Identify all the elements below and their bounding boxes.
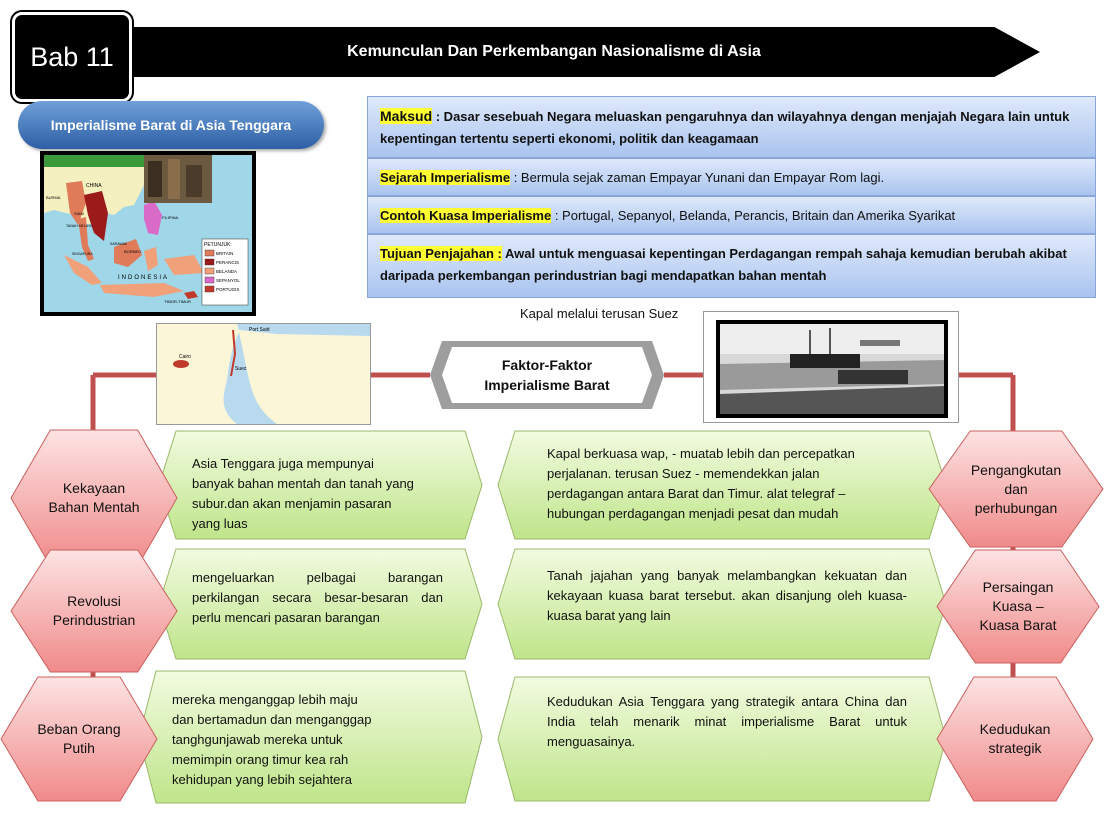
factor-description: Tanah jajahan yang banyak melambangkan k…	[547, 568, 907, 623]
indochina-region	[84, 191, 108, 241]
sejarah-label: Sejarah Imperialisme	[380, 170, 511, 185]
southeast-asia-map: PETUNJUK: BRITAIN PERANCIS BELANDA SEPANYOL…	[40, 151, 256, 316]
map-label: SIAM	[74, 211, 84, 216]
factor-hexagon-left: Kekayaan Bahan Mentah	[10, 429, 178, 567]
factor-hexagon-right: Persaingan Kuasa –Kuasa Barat	[936, 549, 1100, 664]
legend-swatch	[204, 249, 215, 257]
chapter-label: Bab 11	[30, 41, 114, 72]
tujuan-text: Awal untuk menguasai kepentingan Perdaga…	[380, 246, 1067, 283]
central-topic: Faktor-Faktor Imperialisme Barat	[430, 341, 664, 409]
info-row-maksud: Maksud : Dasar sesebuah Negara meluaskan…	[367, 96, 1096, 158]
philippines-region	[144, 201, 162, 235]
map-legend-title: PETUNJUK:	[204, 242, 232, 248]
factor-description: mengeluarkan pelbagai barangan perkilang…	[192, 570, 443, 625]
factor-name: Kekayaan Bahan Mentah	[48, 480, 140, 515]
suez-label: Port Said	[249, 327, 270, 333]
factor-description-box-left: mengeluarkan pelbagai barangan perkilang…	[158, 548, 483, 660]
map-label: SARAWAK	[110, 242, 128, 246]
title-banner: Kemunculan Dan Perkembangan Nasionalisme…	[128, 27, 1040, 77]
factor-name: Kedudukan strategik	[979, 721, 1051, 756]
suez-label: Cairo	[179, 354, 191, 360]
legend-swatch	[204, 285, 215, 293]
central-topic-line1: Faktor-Faktor	[501, 357, 593, 373]
legend-label: BELANDA	[216, 269, 237, 274]
map-label: INDONESIA	[118, 275, 169, 281]
factor-description: Asia Tenggara juga mempunyai banyak baha…	[192, 456, 414, 531]
malaya-region	[78, 217, 94, 261]
suez-label: Suez	[235, 366, 247, 372]
legend-swatch	[204, 276, 215, 284]
factor-hexagon-left: Beban Orang Putih	[0, 676, 158, 802]
map-label: TANAH MELAYU	[66, 224, 93, 228]
legend-label: SEPANYOL	[216, 278, 240, 283]
factor-hexagon-right: Pengangkutan dan perhubungan	[928, 430, 1104, 548]
photo-caption: Kapal melalui terusan Suez	[520, 306, 679, 321]
legend-label: PORTUGIS	[216, 287, 239, 292]
map-label: BORNEO	[124, 249, 141, 254]
contoh-label: Contoh Kuasa Imperialisme	[380, 208, 552, 223]
legend-label: PERANCIS	[216, 260, 239, 265]
info-row-sejarah: Sejarah Imperialisme : Bermula sejak zam…	[367, 158, 1096, 196]
factor-description-box-right: Tanah jajahan yang banyak melambangkan k…	[497, 548, 947, 660]
map-svg: PETUNJUK: BRITAIN PERANCIS BELANDA SEPANYOL…	[44, 155, 252, 312]
legend-swatch	[204, 267, 215, 275]
factor-description-box-right: Kedudukan Asia Tenggara yang strategik a…	[497, 676, 947, 802]
factor-description: mereka menganggap lebih maju dan bertama…	[172, 692, 372, 787]
info-row-tujuan: Tujuan Penjajahan : Awal untuk menguasai…	[367, 234, 1096, 298]
map-legend: BRITAIN PERANCIS BELANDA SEPANYOL PORTUGIS	[204, 249, 240, 293]
factor-description: Kapal berkuasa wap, - muatab lebih dan p…	[547, 446, 855, 521]
ship-photo	[716, 320, 948, 418]
legend-label: BRITAIN	[216, 251, 233, 256]
section-title-pill: Imperialisme Barat di Asia Tenggara	[18, 101, 324, 149]
section-title: Imperialisme Barat di Asia Tenggara	[50, 117, 292, 133]
central-topic-shape	[430, 341, 664, 409]
factor-name: Pengangkutan dan perhubungan	[970, 461, 1062, 516]
maksud-text: : Dasar sesebuah Negara meluaskan pengar…	[380, 109, 1070, 146]
factor-description-box-left: mereka menganggap lebih maju dan bertama…	[138, 670, 483, 804]
page-title: Kemunculan Dan Perkembangan Nasionalisme…	[347, 43, 761, 60]
map-label: CHINA	[86, 183, 102, 189]
burma-region	[66, 181, 86, 225]
factor-description-box-left: Asia Tenggara juga mempunyai banyak baha…	[158, 430, 483, 540]
suez-map: Port Said Cairo Suez	[156, 323, 371, 425]
map-image: PETUNJUK: BRITAIN PERANCIS BELANDA SEPANYOL…	[44, 155, 252, 312]
tujuan-label: Tujuan Penjajahan :	[380, 246, 502, 261]
map-label: FILIPINA	[162, 215, 179, 220]
ship-photo-svg	[720, 324, 944, 414]
factor-name: Persaingan Kuasa –Kuasa Barat	[979, 579, 1057, 633]
factor-description: Kedudukan Asia Tenggara yang strategik a…	[547, 694, 907, 749]
factor-hexagon-left: Revolusi Perindustrian	[10, 549, 178, 673]
borneo-region	[114, 239, 142, 267]
map-label: SINGAPURA	[72, 252, 93, 256]
suez-map-svg: Port Said Cairo Suez	[157, 324, 370, 424]
legend-swatch	[204, 258, 215, 266]
sejarah-text: : Bermula sejak zaman Empayar Yunani dan…	[510, 170, 885, 185]
central-topic-line2: Imperialisme Barat	[484, 377, 610, 393]
contoh-text: : Portugal, Sepanyol, Belanda, Perancis,…	[551, 208, 956, 223]
map-label: BURMA	[46, 195, 61, 200]
map-label: TIMOR-TIMUR	[164, 299, 191, 304]
factor-hexagon-right: Kedudukan strategik	[936, 676, 1094, 802]
info-row-contoh: Contoh Kuasa Imperialisme : Portugal, Se…	[367, 196, 1096, 234]
factor-name: Beban Orang Putih	[37, 721, 121, 756]
chapter-badge: Bab 11	[12, 12, 132, 102]
factor-name: Revolusi Perindustrian	[52, 593, 136, 628]
factor-description-box-right: Kapal berkuasa wap, - muatab lebih dan p…	[497, 430, 947, 540]
maksud-label: Maksud	[380, 108, 433, 124]
ship-photo-frame	[703, 311, 959, 423]
